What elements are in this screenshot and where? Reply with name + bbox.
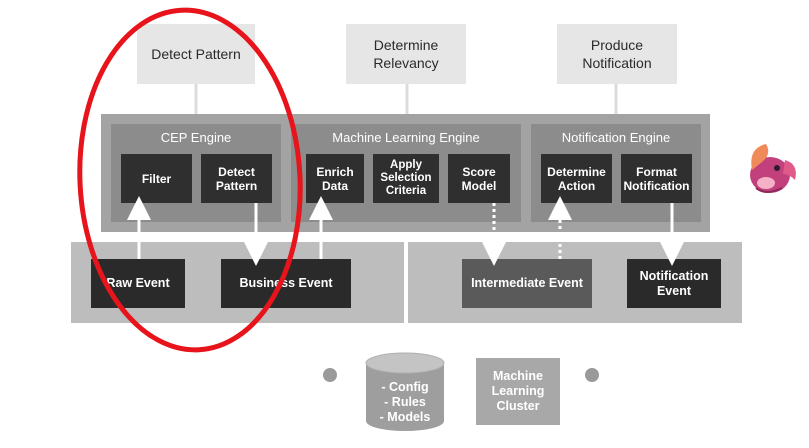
intermediate-event: Intermediate Event <box>462 259 592 308</box>
notification-engine-title: Notification Engine <box>561 130 671 145</box>
format-notification-node: Format Notification <box>621 154 692 203</box>
notification-event: Notification Event <box>627 259 721 308</box>
left-dot <box>323 368 337 382</box>
apply-selection-criteria-node: Apply Selection Criteria <box>373 154 439 203</box>
storage-items: - Config - Rules - Models <box>379 380 431 424</box>
produce-notification-label: Produce Notification <box>557 24 677 84</box>
highlight-ellipse <box>77 7 303 353</box>
ml-engine-title: Machine Learning Engine <box>332 130 480 145</box>
detect-pattern-label: Detect Pattern <box>137 24 255 84</box>
squirrel-logo-icon <box>750 144 796 193</box>
cep-engine-title: CEP Engine <box>160 130 232 145</box>
enrich-data-node: Enrich Data <box>306 154 364 203</box>
score-model-node: Score Model <box>448 154 510 203</box>
database-cylinder <box>365 352 445 431</box>
determine-relevancy-label: Determine Relevancy <box>346 24 466 84</box>
determine-action-node: Determine Action <box>541 154 612 203</box>
right-dot <box>585 368 599 382</box>
filter-node: Filter <box>121 154 192 203</box>
ml-cluster-label: Machine Learning Cluster <box>491 369 545 413</box>
ml-cluster-box: Machine Learning Cluster <box>476 358 560 425</box>
detect-pattern-node: Detect Pattern <box>201 154 272 203</box>
